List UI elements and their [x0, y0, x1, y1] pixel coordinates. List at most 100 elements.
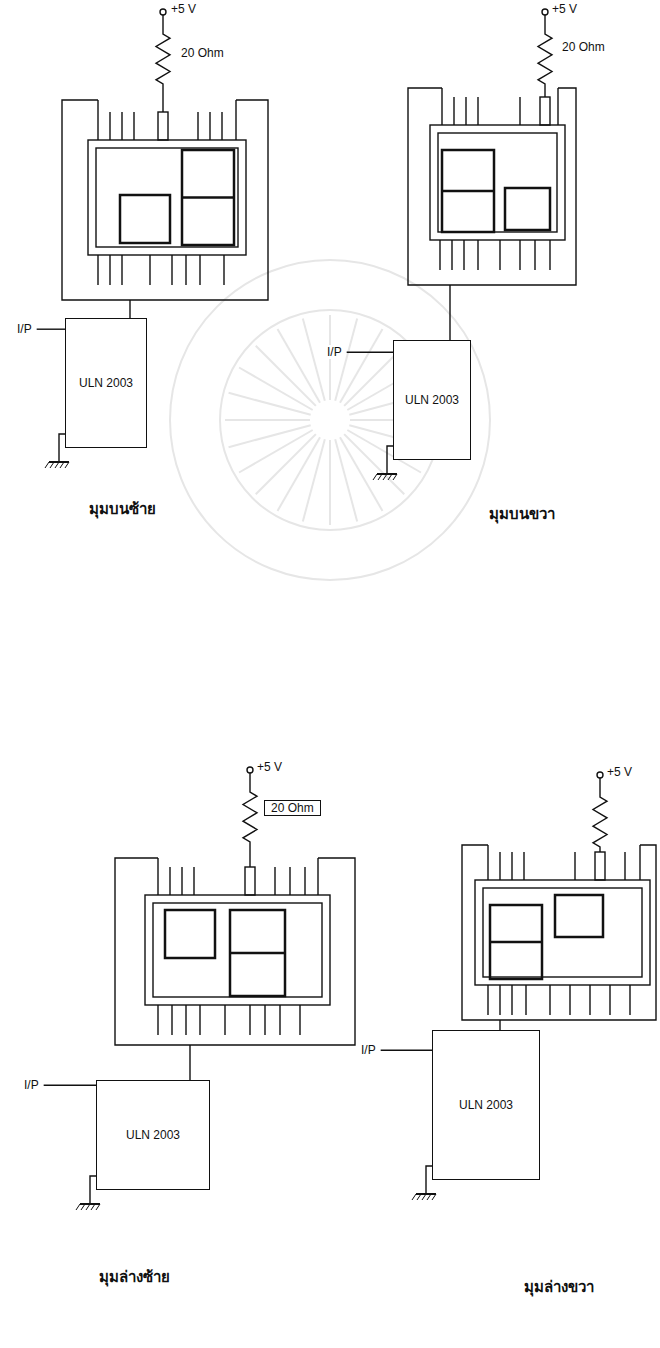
- pin: [249, 1005, 250, 1035]
- display-module: [430, 125, 565, 240]
- pin: [317, 858, 318, 895]
- digit-window: [505, 188, 550, 230]
- pin: [169, 867, 170, 895]
- ic-label: ULN 2003: [79, 376, 133, 390]
- input-wire: [347, 351, 393, 352]
- digit-window: [165, 910, 215, 958]
- pin: [477, 240, 478, 270]
- pin: [209, 112, 210, 140]
- driver-ic-box: ULN 2003: [65, 318, 147, 448]
- wire: [129, 300, 130, 318]
- wire: [408, 88, 576, 285]
- display-circuit: [381, 772, 656, 1200]
- display-module: [475, 880, 650, 985]
- supply-terminal: [247, 767, 253, 773]
- pin: [279, 1005, 280, 1035]
- pin: [185, 255, 186, 285]
- digit-window: [442, 150, 494, 232]
- driver-ic-box: ULN 2003: [96, 1080, 210, 1190]
- resistor-symbol: [156, 15, 170, 112]
- input-wire: [381, 1049, 432, 1050]
- pin: [511, 985, 512, 1015]
- pin: [639, 845, 640, 880]
- pin: [453, 97, 454, 125]
- signal-label: 20 Ohm: [561, 40, 606, 54]
- digit-window: [490, 905, 542, 979]
- wire: [62, 100, 268, 300]
- signal-label: +5 V: [551, 2, 578, 16]
- pin: [264, 1005, 265, 1035]
- pin: [439, 240, 440, 270]
- pin: [157, 1005, 158, 1035]
- wire: [449, 285, 450, 340]
- pin: [463, 240, 464, 270]
- pin: [519, 97, 520, 125]
- wire: [189, 1045, 190, 1080]
- signal-label: I/P: [23, 1078, 40, 1092]
- pin: [199, 255, 200, 285]
- common-pin: [595, 852, 605, 880]
- signal-label: 20 Ohm: [180, 46, 225, 60]
- resistor-symbol: [243, 773, 257, 867]
- pin: [197, 112, 198, 140]
- pin: [557, 88, 558, 125]
- pin: [181, 867, 182, 895]
- display-circuit: [347, 9, 576, 480]
- supply-terminal: [542, 9, 548, 15]
- display-module: [145, 895, 330, 1005]
- driver-ic-box: ULN 2003: [393, 340, 471, 460]
- resistor-symbol: [593, 778, 607, 852]
- watermark: [170, 260, 490, 580]
- pin: [299, 1005, 300, 1035]
- pin: [133, 112, 134, 140]
- display-module: [88, 140, 246, 255]
- pin: [574, 852, 575, 880]
- ic-label: ULN 2003: [126, 1128, 180, 1142]
- pin: [624, 852, 625, 880]
- wire: [462, 845, 656, 1020]
- signal-label: +5 V: [606, 765, 633, 779]
- signal-label: +5 V: [170, 2, 197, 16]
- caption: มุมบนซ้าย: [88, 500, 157, 518]
- pin: [499, 240, 500, 270]
- wire: [499, 1020, 500, 1030]
- pin: [549, 985, 550, 1015]
- pin: [549, 240, 550, 270]
- pin: [525, 985, 526, 1015]
- display-bezel: [438, 133, 557, 232]
- pin: [569, 985, 570, 1015]
- pin: [223, 255, 224, 285]
- pin: [499, 852, 500, 880]
- signal-label: I/P: [326, 345, 343, 359]
- pin: [199, 1005, 200, 1035]
- pin: [499, 985, 500, 1015]
- pin: [109, 255, 110, 285]
- pin: [121, 112, 122, 140]
- caption: มุมล่างซ้าย: [98, 1268, 171, 1286]
- pin: [289, 867, 290, 895]
- signal-label: I/P: [360, 1043, 377, 1057]
- pin: [171, 255, 172, 285]
- pin: [629, 985, 630, 1015]
- caption: มุมบนขวา: [488, 505, 556, 523]
- pin: [609, 985, 610, 1015]
- input-wire: [37, 328, 65, 329]
- driver-ic-box: ULN 2003: [432, 1030, 540, 1180]
- caption: มุมล่างขวา: [523, 1278, 595, 1296]
- signal-label: I/P: [16, 322, 33, 336]
- resistor-symbol: [538, 15, 552, 97]
- pin: [149, 255, 150, 285]
- pin: [171, 1005, 172, 1035]
- signal-label: +5 V: [256, 760, 283, 774]
- pin: [221, 112, 222, 140]
- common-pin: [540, 97, 550, 125]
- pin: [97, 255, 98, 285]
- pin: [274, 867, 275, 895]
- display-bezel: [483, 888, 642, 977]
- display-bezel: [96, 148, 238, 247]
- input-wire: [44, 1084, 96, 1085]
- pin: [511, 852, 512, 880]
- supply-terminal: [160, 9, 166, 15]
- pin: [121, 255, 122, 285]
